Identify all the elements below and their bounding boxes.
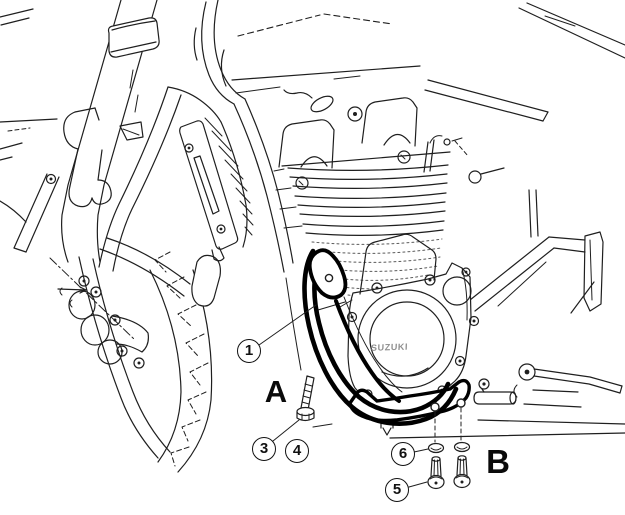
guard-upper-tab	[307, 248, 348, 300]
brake-caliper	[49, 257, 149, 369]
washer-left	[427, 442, 445, 454]
front-fork	[13, 0, 160, 263]
fender-stay-bracket	[179, 120, 239, 250]
background-strokes	[0, 8, 58, 223]
cam-cover-left	[278, 119, 335, 169]
position-marker-a: A	[264, 374, 288, 409]
callout-6: 6	[391, 442, 415, 466]
guard-front-tube-outer	[302, 248, 459, 426]
leader-lines	[258, 304, 429, 488]
screw-right	[453, 455, 471, 489]
callout-3: 3	[252, 437, 276, 461]
plug-boot	[310, 95, 334, 113]
callout-1: 1	[237, 339, 261, 363]
hardware	[296, 375, 471, 490]
engine-brand-text: SUZUKI	[370, 341, 409, 353]
engine-side-cover	[347, 262, 472, 403]
cam-cover-right	[361, 97, 418, 147]
frame	[193, 0, 625, 439]
bolt-a	[296, 375, 315, 422]
guard-front-tube-inner	[312, 253, 451, 415]
engine-guard	[302, 248, 471, 426]
front-fender	[98, 86, 254, 307]
spark-plug	[347, 106, 363, 122]
callout-4: 4	[285, 439, 309, 463]
screw-left	[427, 456, 445, 490]
clutch-cover-circle	[357, 289, 457, 389]
guard-rear-tube	[334, 299, 401, 403]
washer-right	[453, 441, 471, 453]
callout-5: 5	[385, 478, 409, 502]
ignition-boss	[442, 276, 472, 306]
position-marker-b: B	[486, 443, 510, 480]
